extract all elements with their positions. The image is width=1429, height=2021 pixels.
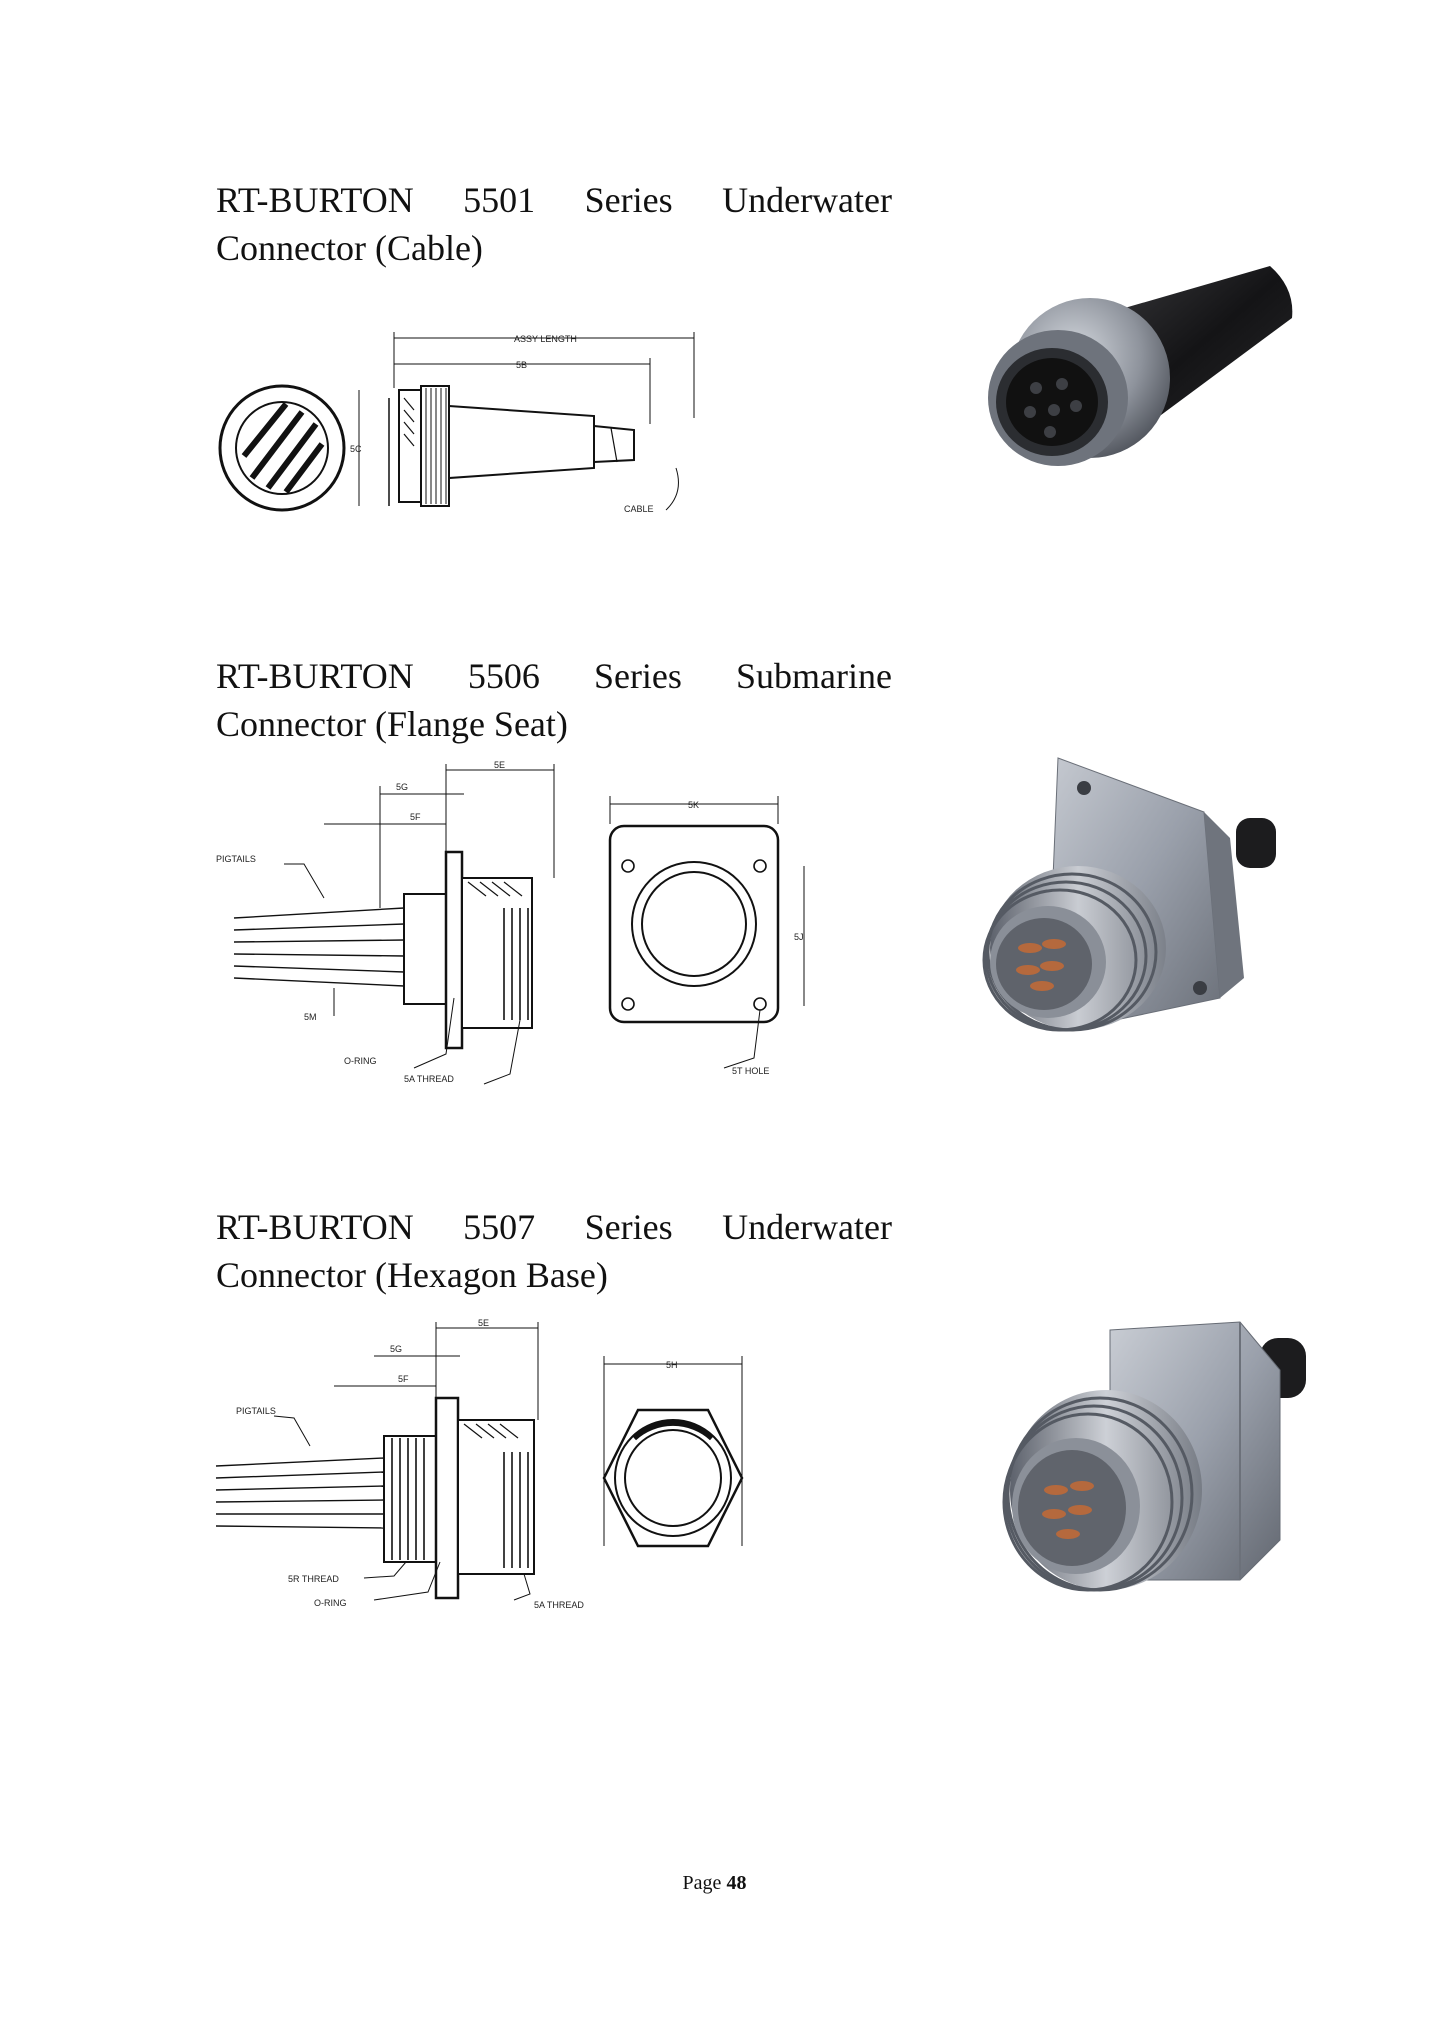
page-number: 48 <box>726 1872 747 1894</box>
label-5a-thread: 5A THREAD <box>404 1074 454 1084</box>
section-title-5507: RT-BURTON 5507 Series Underwater Connect… <box>216 1207 892 1295</box>
technical-drawing-5506: 5E 5G 5F PIGTAILS 5M O-RING 5A THREAD 5K… <box>214 758 814 1088</box>
technical-drawing-5501: ASSY LENGTH 5B 5C CABLE <box>214 328 714 518</box>
section-title-5501: RT-BURTON 5501 Series Underwater Connect… <box>216 180 892 268</box>
product-photo-5507 <box>990 1310 1330 1630</box>
label-5m: 5M <box>304 1012 317 1022</box>
label-5e-b: 5E <box>478 1318 489 1328</box>
page-label: Page <box>682 1872 722 1894</box>
product-photo-5501 <box>940 248 1320 518</box>
label-5e: 5E <box>494 760 505 770</box>
label-5k: 5K <box>688 800 699 810</box>
section-title-5506: RT-BURTON 5506 Series Submarine Connecto… <box>216 656 892 744</box>
label-pigtails-b: PIGTAILS <box>236 1406 276 1416</box>
label-5h: 5H <box>666 1360 678 1370</box>
label-5t-hole: 5T HOLE <box>732 1066 769 1076</box>
label-5b: 5B <box>516 360 527 370</box>
label-5r-thread: 5R THREAD <box>288 1574 339 1584</box>
label-5a-thread-b: 5A THREAD <box>534 1600 584 1610</box>
label-5f-b: 5F <box>398 1374 409 1384</box>
label-pigtails: PIGTAILS <box>216 854 256 864</box>
page-footer: Page 48 <box>0 1872 1429 1895</box>
label-5g: 5G <box>396 782 408 792</box>
label-assy-length: ASSY LENGTH <box>514 334 577 344</box>
label-cable: CABLE <box>624 504 654 514</box>
label-5c: 5C <box>350 444 362 454</box>
label-5j: 5J <box>794 932 804 942</box>
label-o-ring-b: O-RING <box>314 1598 347 1608</box>
product-photo-5506 <box>968 748 1308 1048</box>
technical-drawing-5507: 5E 5G 5F PIGTAILS 5R THREAD O-RING 5A TH… <box>214 1316 754 1616</box>
label-5g-b: 5G <box>390 1344 402 1354</box>
label-5f: 5F <box>410 812 421 822</box>
label-o-ring: O-RING <box>344 1056 377 1066</box>
